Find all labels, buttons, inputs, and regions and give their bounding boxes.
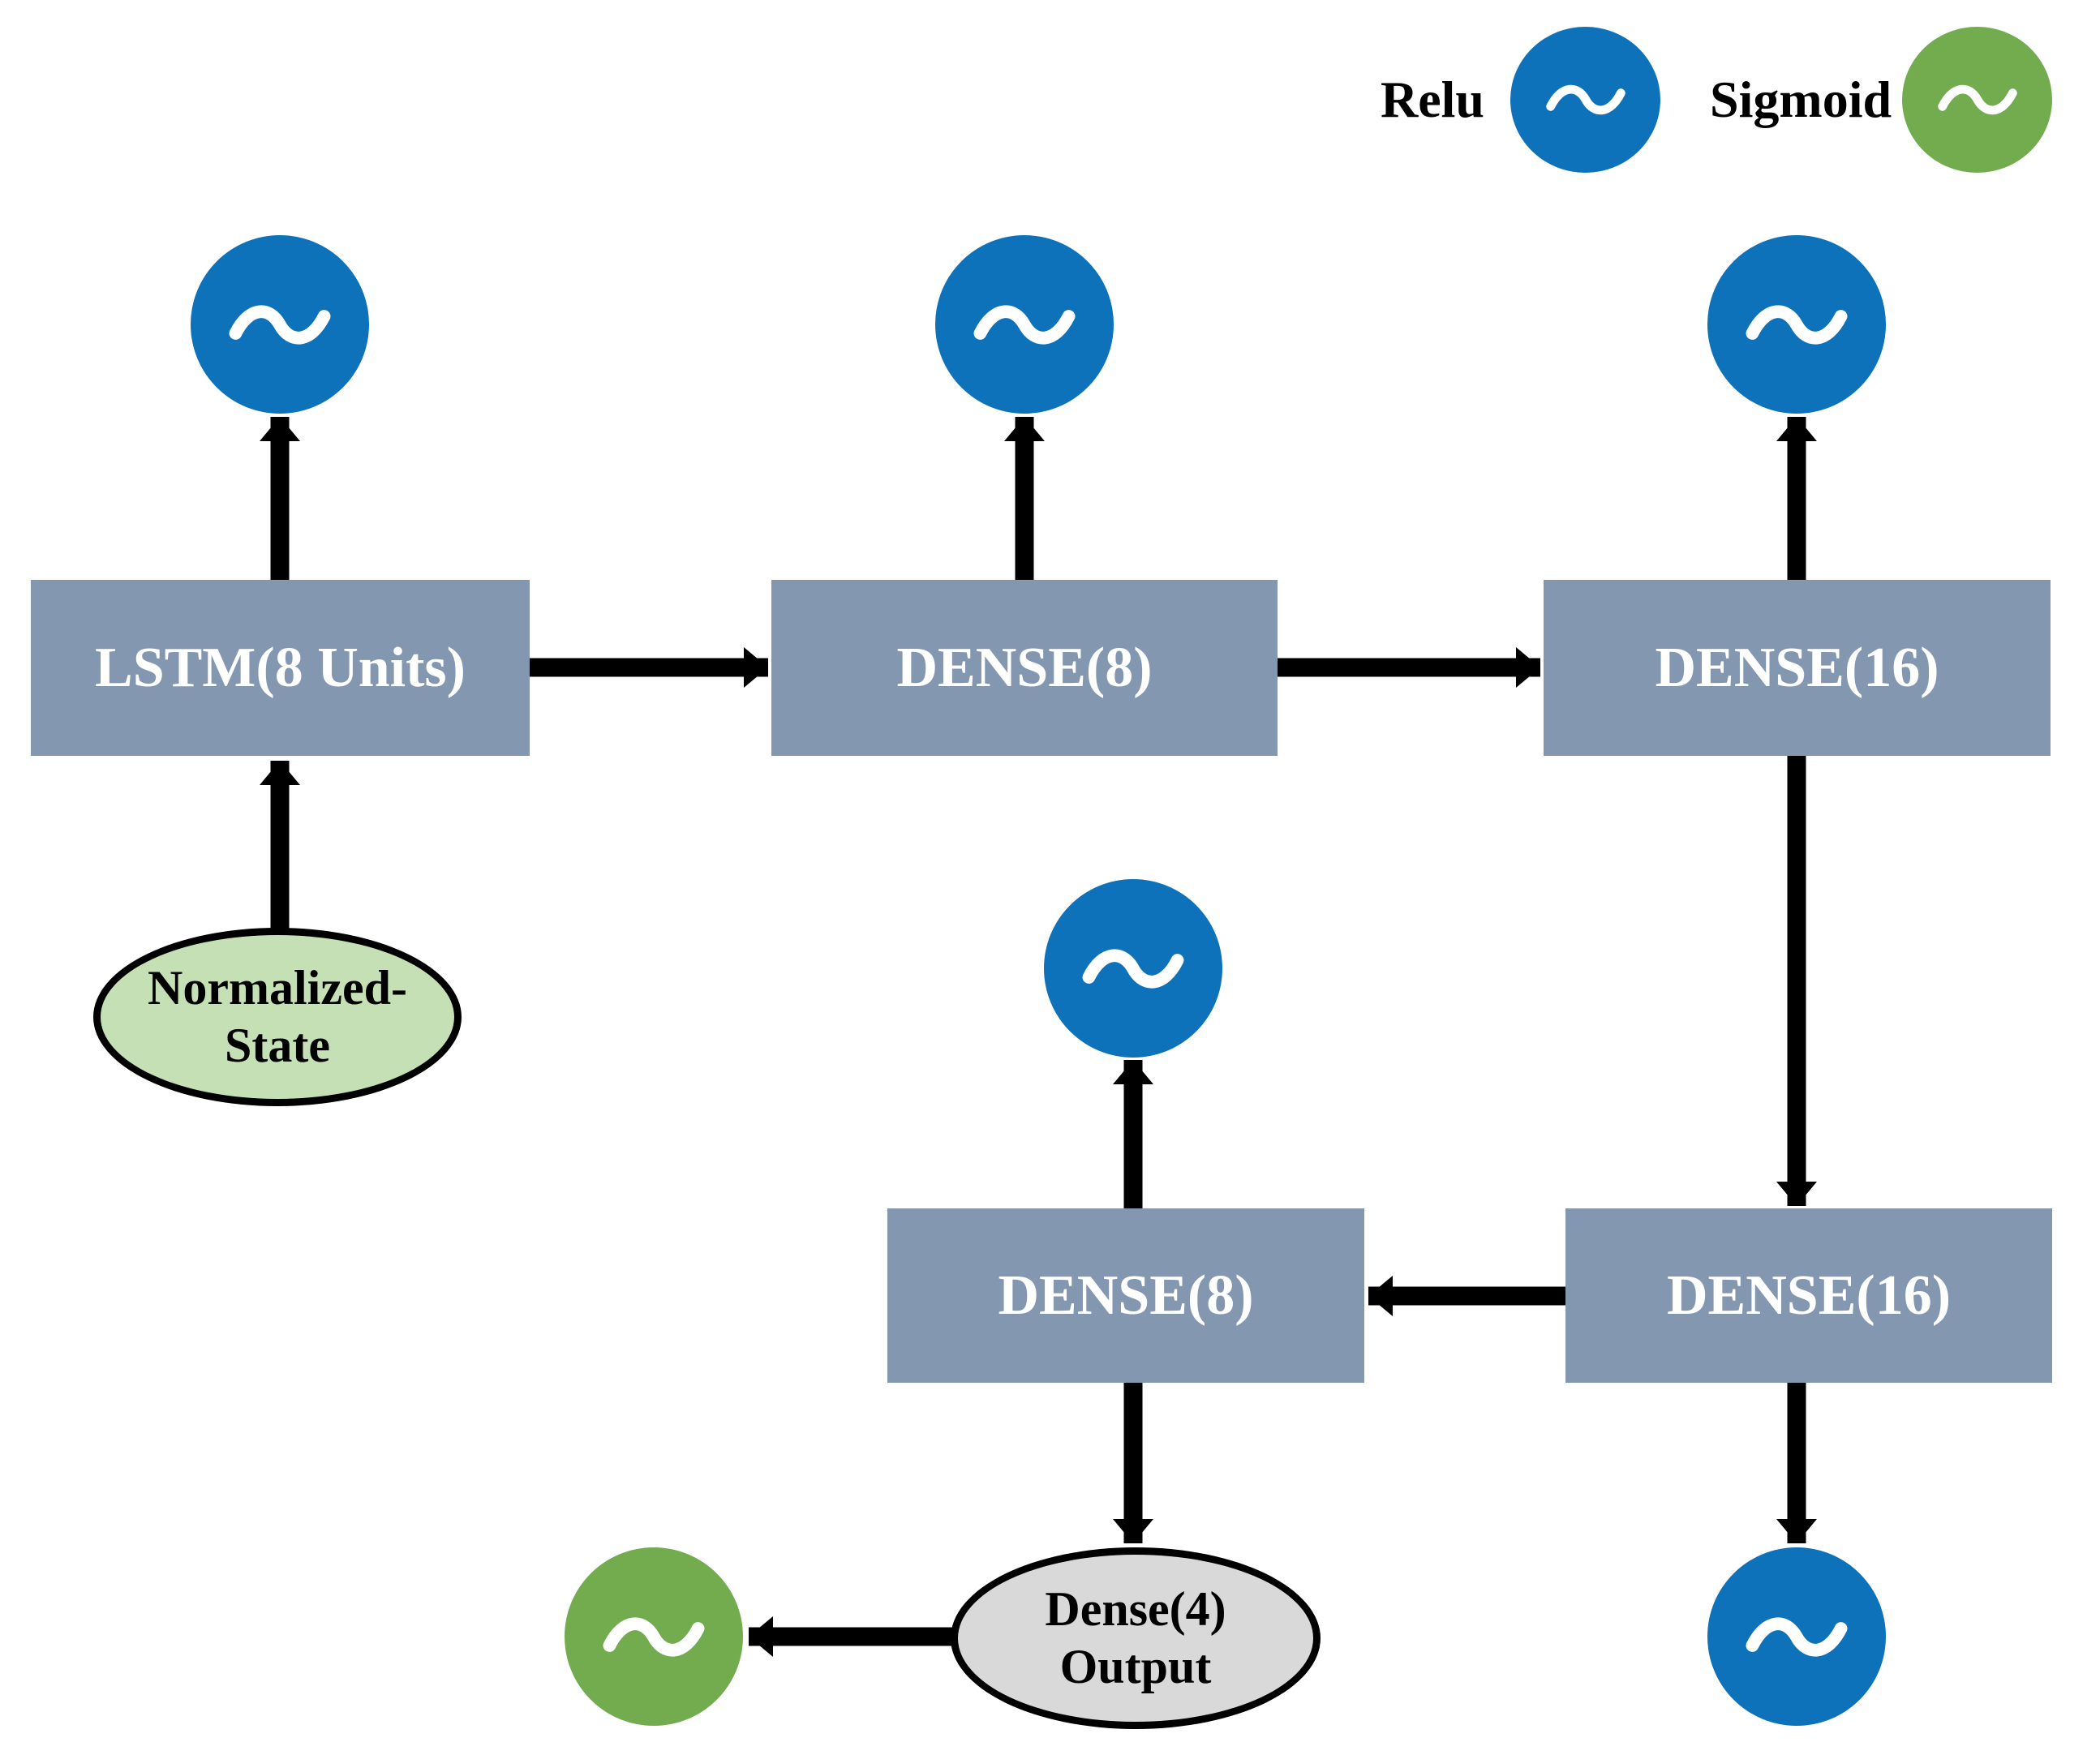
relu-activation-circle-dense16-bottom — [1707, 1547, 1886, 1726]
dense8-top-layer-box: DENSE(8) — [771, 580, 1278, 756]
legend-sigmoid-circle — [1902, 27, 2052, 173]
relu-activation-circle-dense8-top — [935, 235, 1114, 414]
tilde-icon — [603, 1617, 705, 1656]
legend-relu-circle — [1510, 27, 1660, 173]
output-label-line1: Dense(4) — [1045, 1582, 1226, 1637]
tilde-icon — [1937, 84, 2017, 115]
tilde-icon — [973, 305, 1076, 344]
legend-sigmoid-label: Sigmoid — [1710, 71, 1892, 128]
normalized-state-input-node: Normalized- State — [93, 928, 462, 1106]
input-label-line1: Normalized- — [148, 961, 407, 1015]
dense16-bottom-layer-box: DENSE(16) — [1565, 1208, 2052, 1383]
relu-activation-circle-lstm — [191, 235, 369, 414]
tilde-icon — [229, 305, 331, 344]
tilde-icon — [1746, 1617, 1848, 1656]
relu-activation-circle-dense8-bottom — [1044, 879, 1222, 1058]
dense8-bottom-layer-label: DENSE(8) — [998, 1264, 1254, 1327]
legend-relu-label: Relu — [1381, 71, 1484, 128]
lstm-layer-label: LSTM(8 Units) — [95, 636, 466, 699]
dense16-top-layer-label: DENSE(16) — [1655, 636, 1939, 699]
output-label-line2: Output — [1059, 1640, 1212, 1693]
tilde-icon — [1545, 84, 1625, 115]
tilde-icon — [1082, 949, 1184, 988]
dense16-bottom-layer-label: DENSE(16) — [1666, 1264, 1952, 1327]
dense16-top-layer-box: DENSE(16) — [1544, 580, 2051, 756]
tilde-icon — [1746, 305, 1848, 344]
sigmoid-activation-circle-output — [565, 1547, 743, 1726]
lstm-layer-box: LSTM(8 Units) — [31, 580, 530, 756]
relu-activation-circle-dense16-top — [1707, 235, 1886, 414]
dense8-bottom-layer-box: DENSE(8) — [887, 1208, 1364, 1383]
dense8-top-layer-label: DENSE(8) — [896, 636, 1153, 699]
dense4-output-node: Dense(4) Output — [951, 1547, 1321, 1729]
input-label-line2: State — [225, 1019, 330, 1072]
